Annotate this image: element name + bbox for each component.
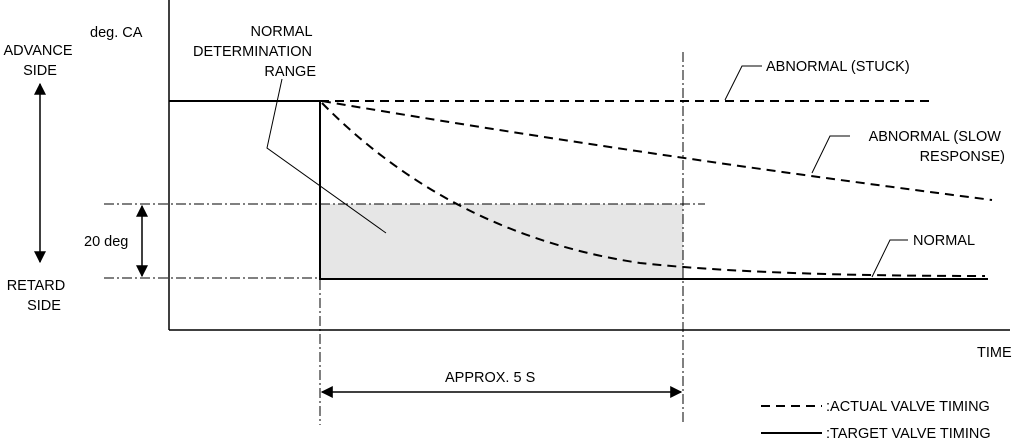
legend-actual-label: :ACTUAL VALVE TIMING — [826, 399, 990, 415]
normal-determination-range-area — [320, 204, 683, 278]
leader-abnormal-slow — [811, 135, 850, 174]
leader-normal-range — [266, 78, 387, 234]
leader-normal — [871, 239, 908, 278]
actual-valve-timing-curves — [320, 100, 993, 277]
normal-range-label: NORMAL DETERMINATION RANGE — [193, 24, 316, 80]
abnormal-stuck-label: ABNORMAL (STUCK) — [766, 59, 910, 75]
advance-side-label: ADVANCE SIDE — [3, 43, 76, 79]
normal-curve — [321, 102, 986, 277]
duration-label: APPROX. 5 S — [445, 370, 535, 386]
y-unit-label: deg. CA — [90, 25, 143, 41]
time-axis-label: TIME — [977, 345, 1012, 361]
twenty-deg-label: 20 deg — [84, 234, 128, 250]
legend-target-label: :TARGET VALVE TIMING — [826, 426, 991, 442]
target-valve-timing-line — [169, 100, 988, 280]
abnormal-slow-response-curve — [321, 100, 993, 201]
leader-abnormal-stuck — [724, 65, 762, 101]
leader-lines — [266, 65, 908, 278]
legend: :ACTUAL VALVE TIMING :TARGET VALVE TIMIN… — [761, 399, 991, 442]
abnormal-slow-label: ABNORMAL (SLOW RESPONSE) — [869, 129, 1005, 165]
normal-label: NORMAL — [913, 233, 975, 249]
retard-side-label: RETARD SIDE — [7, 278, 70, 314]
